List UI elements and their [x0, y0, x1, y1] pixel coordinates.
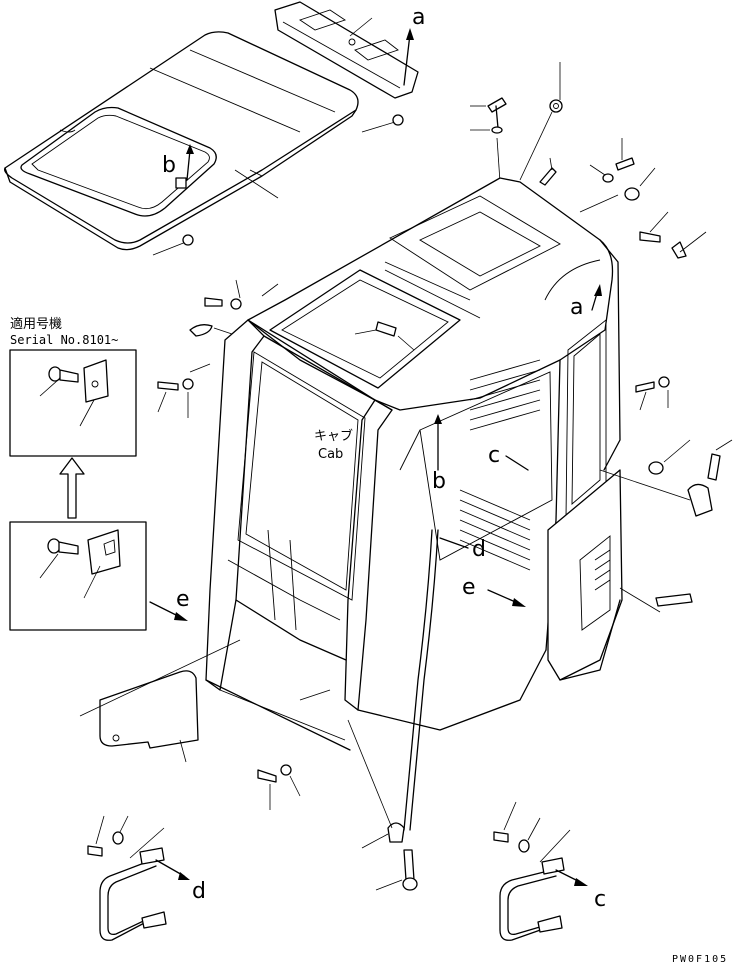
upgrade-arrow — [59, 457, 85, 519]
detail-box-old — [9, 521, 147, 631]
roof-leaders — [152, 17, 404, 256]
label-a-cab: a — [570, 295, 583, 320]
arrow-c-cab: c — [488, 443, 529, 471]
side-cover — [79, 639, 241, 763]
label-d-left: d — [192, 879, 206, 904]
arrow-a-cab: a — [570, 284, 602, 320]
cab-label: キャブ Cab — [314, 428, 353, 462]
label-b-roof: b — [162, 153, 176, 178]
detail-box-new — [9, 349, 137, 457]
arrow-d-cab: d — [439, 537, 486, 562]
label-c-cab: c — [488, 443, 500, 468]
label-b-cab: b — [432, 469, 446, 494]
arrow-e-right: e — [462, 575, 526, 607]
floor-bolts — [257, 719, 418, 891]
cab-main — [205, 177, 623, 831]
label-d-cab: d — [472, 537, 486, 562]
grab-handle-left: d — [87, 815, 206, 941]
serial-line1: 適用号機 — [10, 316, 62, 332]
arrow-e-left: e — [149, 587, 190, 621]
label-a-top: a — [412, 5, 425, 30]
serial-line2: Serial No.8101~ — [10, 333, 118, 347]
serial-note: 適用号機 Serial No.8101~ — [10, 316, 118, 347]
rear-grille — [459, 359, 611, 591]
top-hardware — [470, 62, 707, 259]
arrow-a-top: a — [403, 5, 425, 86]
roof-panel — [4, 31, 359, 251]
arrow-b-cab: b — [432, 414, 446, 494]
roof-bracket — [274, 1, 419, 99]
drawing-code: PW0F105 — [672, 954, 728, 965]
cab-label-ja: キャブ — [314, 428, 353, 444]
cab-hardware — [157, 279, 733, 613]
label-e-left: e — [176, 587, 190, 612]
label-c-right: c — [594, 887, 606, 912]
cab-label-en: Cab — [318, 447, 343, 462]
arrow-b-roof: b — [162, 144, 194, 181]
label-e-right: e — [462, 575, 476, 600]
grab-handle-right: c — [493, 801, 606, 941]
